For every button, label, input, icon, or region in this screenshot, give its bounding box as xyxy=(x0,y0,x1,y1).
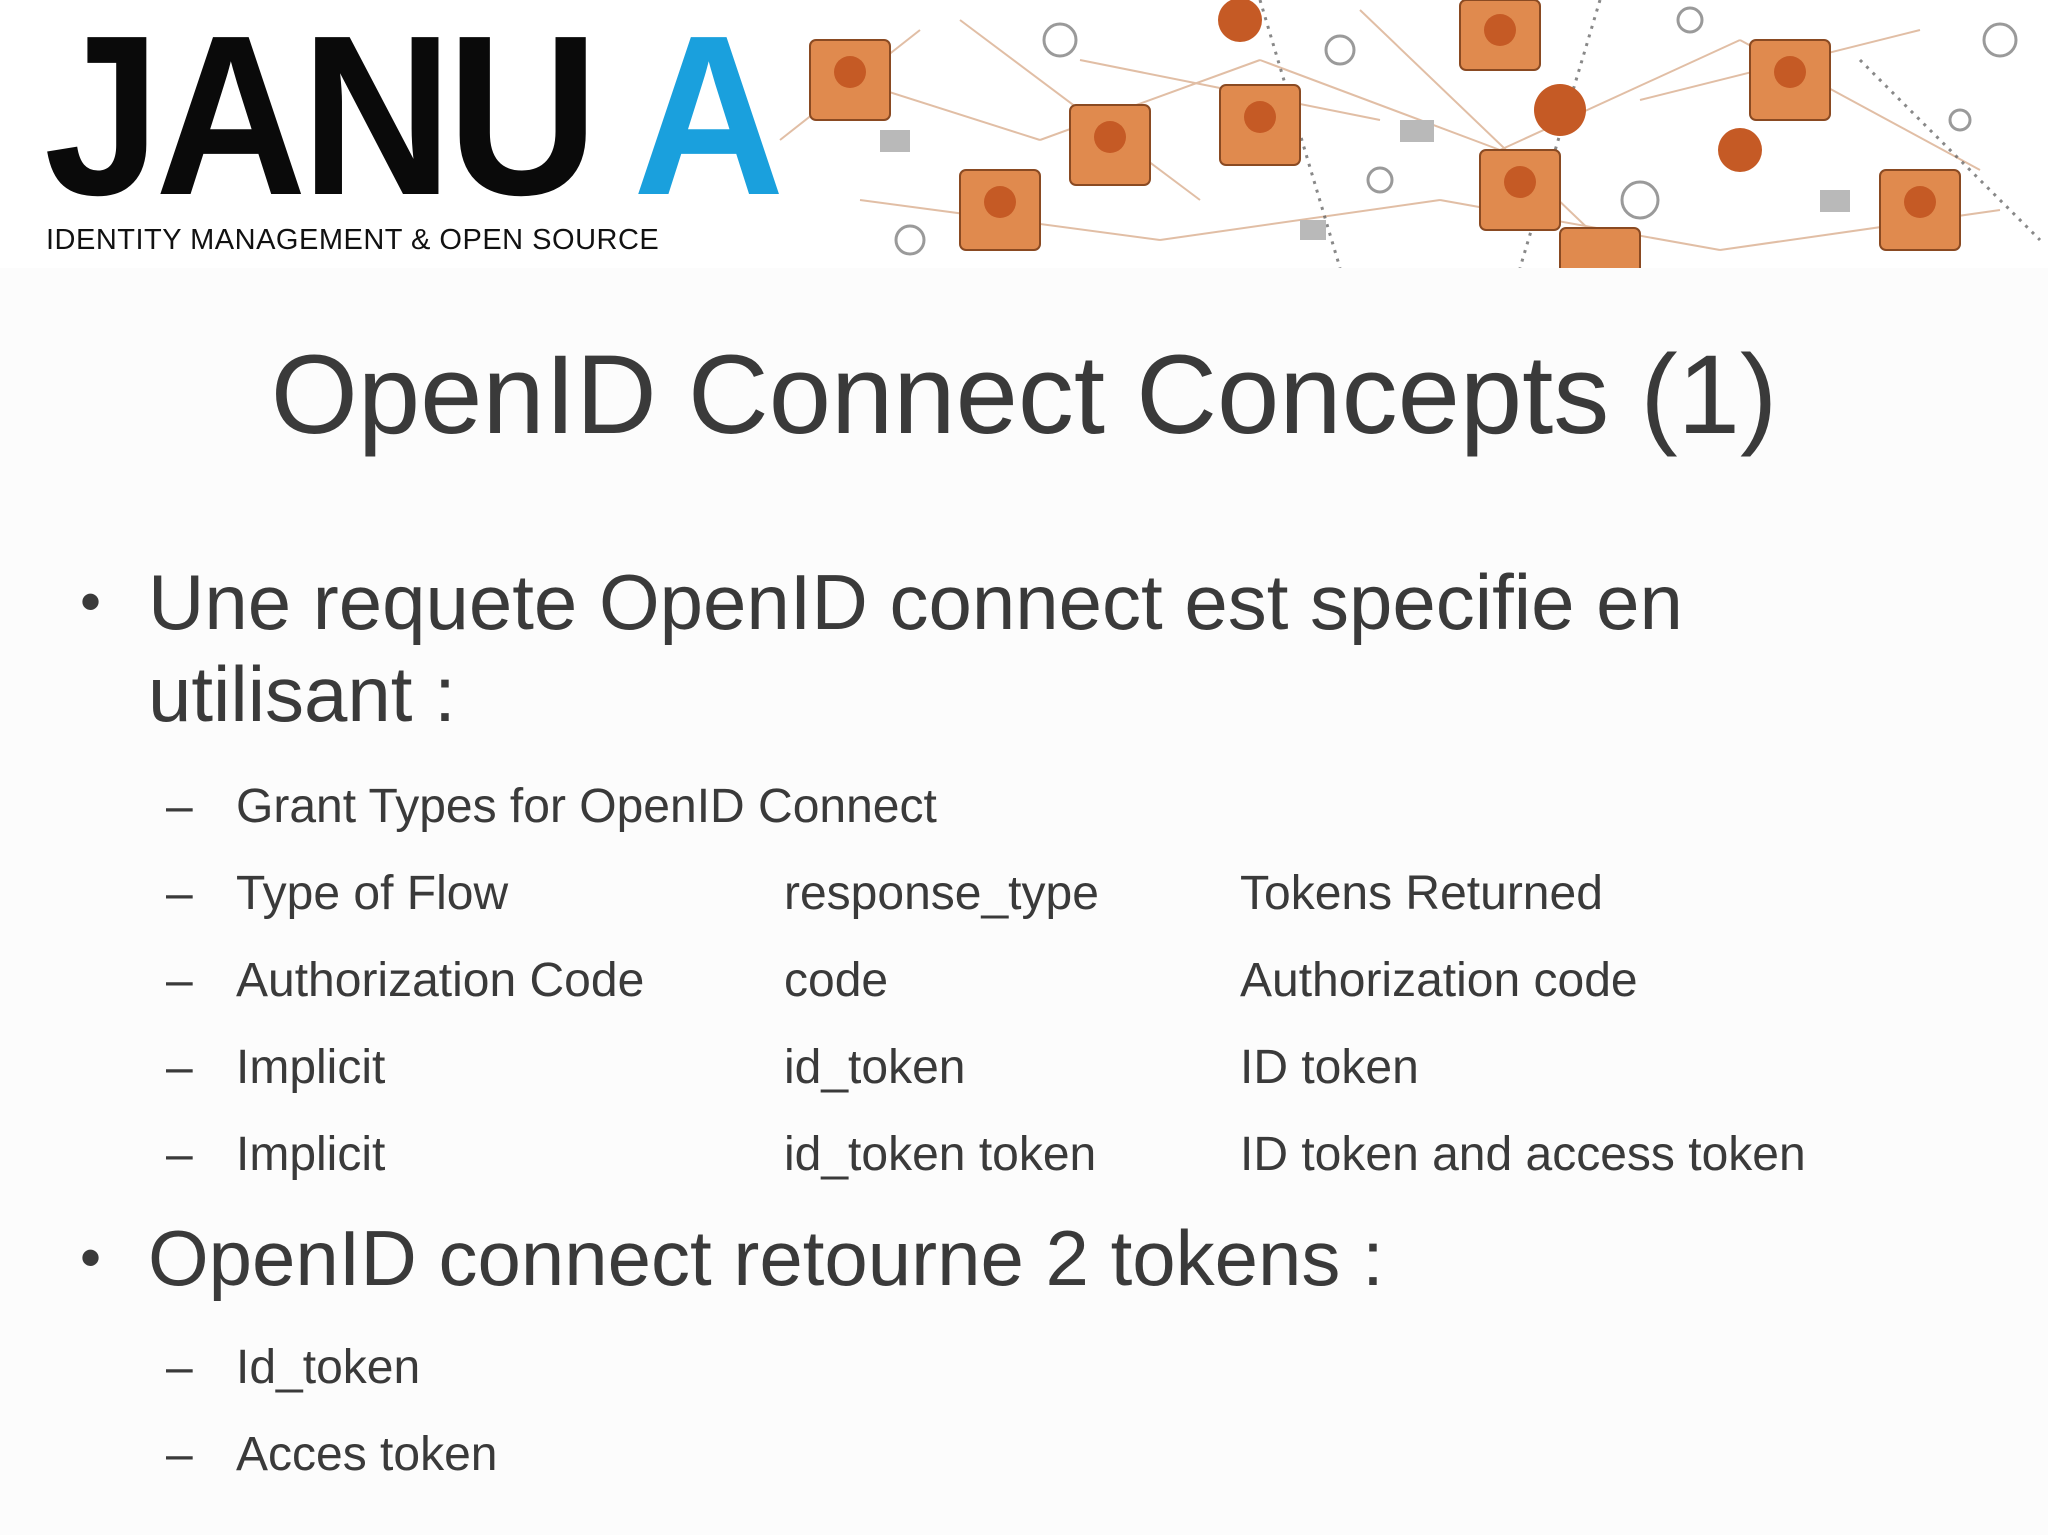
bullet-request: • Une requete OpenID connect est specifi… xyxy=(80,556,1888,740)
janua-logo: JANU A xyxy=(44,2,791,230)
flow-type-cell: Implicit xyxy=(236,1041,386,1094)
flow-table-header: – Type of Flow response_type Tokens Retu… xyxy=(166,864,1940,924)
logo-wordmark-accent: A xyxy=(632,0,784,244)
slide-title: OpenID Connect Concepts (1) xyxy=(270,332,1778,457)
tokens-returned-cell: ID token xyxy=(1240,1041,1419,1094)
flow-table-row: – Implicit id_token token ID token and a… xyxy=(166,1125,1940,1185)
response-type-cell: response_type xyxy=(784,867,1099,920)
bullet-tokens: • OpenID connect retourne 2 tokens : xyxy=(80,1212,1888,1304)
dash-glyph: – xyxy=(166,867,193,920)
response-type-cell: id_token xyxy=(784,1041,966,1094)
logo-tagline: IDENTITY MANAGEMENT & OPEN SOURCE xyxy=(46,224,660,256)
dash-glyph: – xyxy=(166,1341,193,1394)
response-type-cell: id_token token xyxy=(784,1128,1097,1181)
sub-item-text: Acces token xyxy=(236,1428,498,1481)
tokens-returned-cell: Tokens Returned xyxy=(1240,867,1603,920)
sub-item-text: Grant Types for OpenID Connect xyxy=(236,780,937,833)
header-banner: JANU A IDENTITY MANAGEMENT & OPEN SOURCE xyxy=(0,0,2048,268)
bullet-dot: • xyxy=(80,1224,102,1291)
bullet-text: OpenID connect retourne 2 tokens : xyxy=(148,1214,1384,1302)
dash-glyph: – xyxy=(166,1041,193,1094)
network-illustration xyxy=(779,0,2042,268)
flow-table-row: – Implicit id_token ID token xyxy=(166,1038,1940,1098)
sub-item: – Id_token xyxy=(166,1338,936,1398)
tokens-returned-cell: Authorization code xyxy=(1240,954,1638,1007)
flow-type-cell: Type of Flow xyxy=(236,867,509,920)
dash-glyph: – xyxy=(166,1428,193,1481)
dash-glyph: – xyxy=(166,1128,193,1181)
dash-glyph: – xyxy=(166,780,193,833)
sub-item: – Acces token xyxy=(166,1425,936,1485)
tokens-returned-cell: ID token and access token xyxy=(1240,1128,1806,1181)
flow-table-row: – Authorization Code code Authorization … xyxy=(166,951,1940,1011)
flow-type-cell: Implicit xyxy=(236,1128,386,1181)
bullet-text: Une requete OpenID connect est specifie … xyxy=(148,558,1683,738)
logo-wordmark-black: JANU xyxy=(44,0,599,244)
sub-item-text: Id_token xyxy=(236,1341,421,1394)
dash-glyph: – xyxy=(166,954,193,1007)
bullet-dot: • xyxy=(80,568,102,635)
response-type-cell: code xyxy=(784,954,889,1007)
flow-type-cell: Authorization Code xyxy=(236,954,645,1007)
sub-item: – Grant Types for OpenID Connect xyxy=(166,777,937,837)
